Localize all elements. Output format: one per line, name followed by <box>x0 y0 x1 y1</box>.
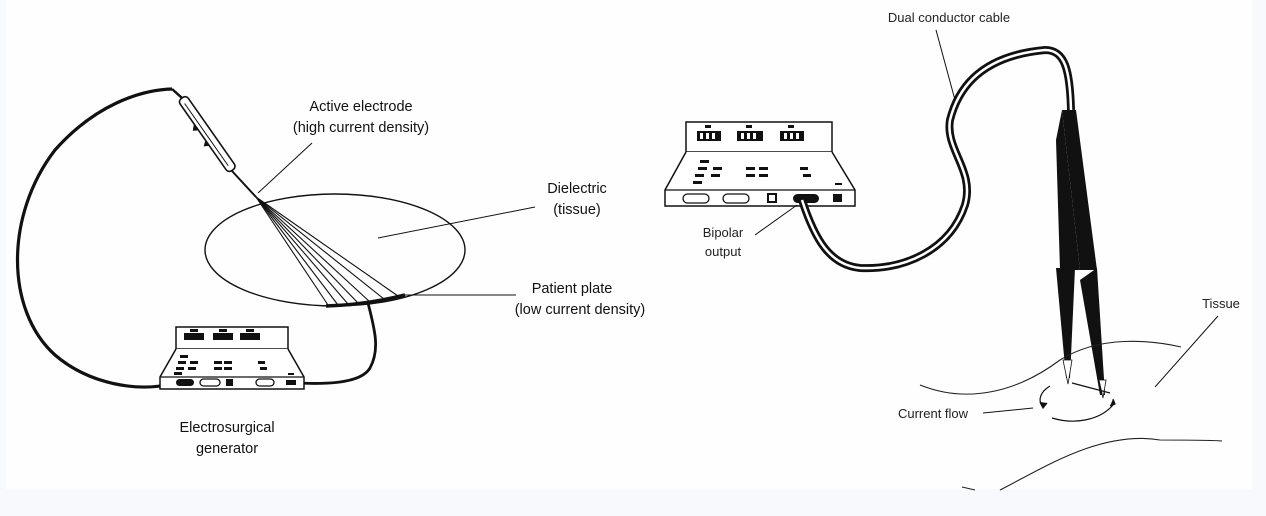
bipolar-forceps <box>1056 110 1107 399</box>
current-flow-label: Current flow <box>898 406 969 421</box>
return-cable <box>294 302 377 385</box>
generator-label-line2: generator <box>196 441 258 457</box>
bipolar-output-leader <box>754 204 798 236</box>
active-electrode-leader <box>257 142 313 194</box>
diagram-canvas <box>6 0 1252 489</box>
bipolar-output-label-line1: Bipolar <box>703 225 744 240</box>
bipolar-output-label-line2: output <box>705 244 742 259</box>
generator-label-line1: Electrosurgical <box>179 420 274 436</box>
tissue-leader <box>1154 315 1219 388</box>
patient-plate-label-line1: Patient plate <box>532 281 613 297</box>
patient-plate <box>325 293 406 308</box>
electrosurgical-generator-right <box>664 121 856 207</box>
dual-conductor-cable <box>798 45 1075 273</box>
dielectric-leader <box>377 206 536 239</box>
bipolar-diagram: Dual conductor cable Bipolar output Tiss… <box>664 10 1240 491</box>
cable-leader <box>935 29 956 101</box>
dielectric-label-line1: Dielectric <box>547 181 607 197</box>
active-electrode-label-line1: Active electrode <box>309 99 412 115</box>
active-cable <box>15 87 173 389</box>
tissue-surface <box>919 340 1223 491</box>
active-electrode-pencil <box>171 88 257 198</box>
current-flow-leader <box>982 407 1034 414</box>
electrosurgical-generator-left <box>159 326 305 390</box>
cable-label: Dual conductor cable <box>888 10 1010 25</box>
monopolar-diagram: Active electrode (high current density) … <box>15 87 646 457</box>
dielectric-label-line2: (tissue) <box>553 202 601 218</box>
patient-plate-label-line2: (low current density) <box>515 302 646 318</box>
active-electrode-label-line2: (high current density) <box>293 120 429 136</box>
tissue-label: Tissue <box>1202 296 1240 311</box>
current-flow-arrows <box>1039 382 1116 422</box>
current-lines <box>255 196 399 306</box>
